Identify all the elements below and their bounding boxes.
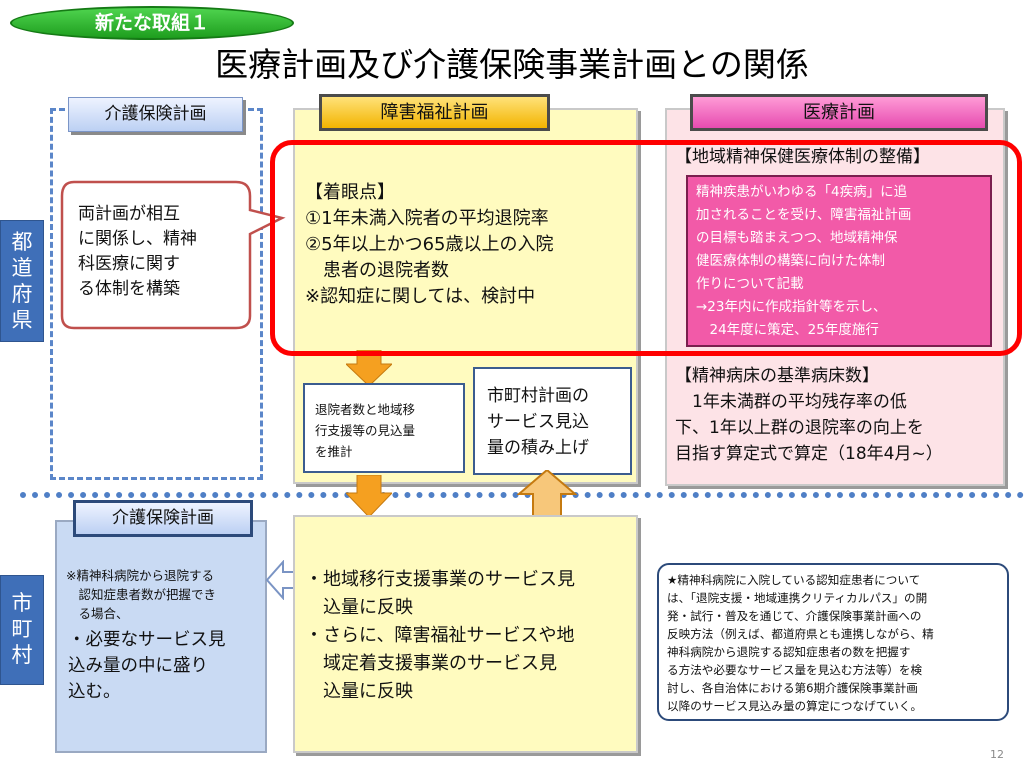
callout-line: に関係し、精神 (78, 229, 197, 249)
bed-standard-line: 【精神病床の基準病床数】 (675, 366, 879, 386)
four-diseases-line: 精神疾患がいわゆる「4疾病」に追 (696, 184, 908, 200)
kaigo-note-small: ※精神科病院から退院する 認知症患者数が把握でき る場合、 (66, 566, 216, 623)
focus-heading: 【着眼点】 (305, 182, 395, 203)
new-initiative-badge: 新たな取組１ (10, 6, 294, 40)
kaigo-plan-header-bottom: 介護保険計画 (73, 500, 253, 537)
dementia-note-box: ★精神科病院に入院している認知症患者について は、「退院支援・地域連携クリティカ… (657, 563, 1009, 721)
page-title: 医療計画及び介護保険事業計画との関係 (215, 45, 809, 84)
prefecture-label: 都 道 府 県 (0, 220, 44, 342)
bed-standard-line: 目指す算定式で算定（18年4月~） (675, 444, 943, 464)
page-number: 12 (990, 748, 1004, 761)
focus-item: ①1年未満入院者の平均退院率 (305, 208, 549, 229)
dementia-note-line: ★精神科病院に入院している認知症患者について (667, 573, 921, 587)
municipal-plan-line: 市町村計画の (487, 386, 589, 406)
bed-standard-line: 1年未満群の平均残存率の低 (675, 392, 907, 412)
kaigo-note-line: ・必要なサービス見 (68, 630, 226, 650)
shogai-item-line: ・地域移行支援事業のサービス見 (305, 569, 575, 590)
municipal-plan-box: 市町村計画の サービス見込 量の積み上げ (473, 367, 632, 475)
mental-health-system-heading: 【地域精神保健医療体制の整備】 (675, 147, 930, 167)
dementia-note-line: 発・試行・普及を通じて、介護保険事業計画への (667, 609, 922, 623)
kaigo-note-line: 認知症患者数が把握でき (66, 587, 217, 602)
shogai-item-line: 込量に反映 (305, 681, 413, 702)
municipal-plan-line: サービス見込 (487, 412, 589, 432)
focus-item: 患者の退院者数 (305, 260, 449, 281)
estimate-line: 退院者数と地域移 (315, 402, 416, 417)
kaigo-note-line: 込み量の中に盛り (68, 656, 208, 676)
psychiatric-bed-standard: 【精神病床の基準病床数】 1年未満群の平均残存率の低 下、1年以上群の退院率の向… (675, 363, 943, 467)
estimate-line: 行支援等の見込量 (315, 423, 416, 438)
dementia-note-line: 以降のサービス見込み量の算定につなげていく。 (667, 699, 923, 713)
kaigo-note-large: ・必要なサービス見 込み量の中に盛り 込む。 (68, 627, 226, 705)
iryo-plan-header: 医療計画 (690, 94, 988, 131)
four-diseases-line: 健医療体制の構築に向けた体制 (696, 253, 885, 269)
four-diseases-line: の目標も踏まえつつ、地域精神保 (696, 230, 898, 246)
shogai-item-line: 込量に反映 (305, 597, 413, 618)
municipal-plan-line: 量の積み上げ (487, 438, 589, 458)
down-arrow-icon (346, 475, 392, 517)
dementia-note-line: る方法や必要なサービス量を見込む方法等）を検 (667, 663, 923, 677)
shogai-plan-header: 障害福祉計画 (319, 94, 550, 131)
dementia-note-line: 反映方法（例えば、都道府県とも連携しながら、精 (667, 627, 934, 641)
callout-line: 両計画が相互 (78, 204, 180, 224)
shogai-item-line: 域定着支援事業のサービス見 (305, 653, 557, 674)
dementia-note-line: 神科病院から退院する認知症患者の数を把握す (667, 645, 911, 659)
mutual-relation-callout: 両計画が相互 に関係し、精神 科医療に関す る体制を構築 (60, 180, 286, 330)
kaigo-note-line: 込む。 (68, 682, 121, 702)
four-diseases-line: →23年内に作成指針等を示し、 (696, 299, 887, 315)
kaigo-plan-header-top: 介護保険計画 (68, 97, 243, 132)
focus-points: 【着眼点】 ①1年未満入院者の平均退院率 ②5年以上かつ65歳以上の入院 患者の… (305, 180, 554, 310)
callout-line: る体制を構築 (78, 279, 180, 299)
municipality-label: 市 町 村 (0, 575, 44, 685)
four-diseases-line: 作りについて記載 (696, 276, 804, 292)
estimate-line: を推計 (315, 444, 353, 459)
highlight-frame (270, 140, 1022, 356)
four-diseases-line: 加されることを受け、障害福祉計画 (696, 207, 912, 223)
kaigo-note-line: ※精神科病院から退院する (66, 568, 214, 583)
dementia-note-line: 討し、各自治体における第6期介護保険事業計画 (667, 681, 918, 695)
dementia-note-line: は、「退院支援・地域連携クリティカルパス」の開 (667, 591, 928, 605)
four-diseases-box: 精神疾患がいわゆる「4疾病」に追 加されることを受け、障害福祉計画 の目標も踏ま… (686, 175, 992, 347)
bed-standard-line: 下、1年以上群の退院率の向上を (675, 418, 924, 438)
kaigo-note-line: る場合、 (66, 606, 129, 621)
focus-note: ※認知症に関しては、検討中 (305, 286, 536, 307)
shogai-item-line: ・さらに、障害福祉サービスや地 (305, 625, 575, 646)
shogai-municipal-items: ・地域移行支援事業のサービス見 込量に反映 ・さらに、障害福祉サービスや地 域定… (305, 566, 575, 706)
up-arrow-icon (517, 470, 577, 520)
kaigo-municipal-panel (55, 520, 267, 753)
callout-bubble-shape (60, 180, 286, 330)
callout-line: 科医療に関す (78, 254, 180, 274)
discharge-estimate-box: 退院者数と地域移 行支援等の見込量 を推計 (303, 383, 465, 473)
four-diseases-line: 24年度に策定、25年度施行 (696, 322, 879, 338)
focus-item: ②5年以上かつ65歳以上の入院 (305, 234, 554, 255)
shogai-municipal-panel (293, 515, 638, 753)
